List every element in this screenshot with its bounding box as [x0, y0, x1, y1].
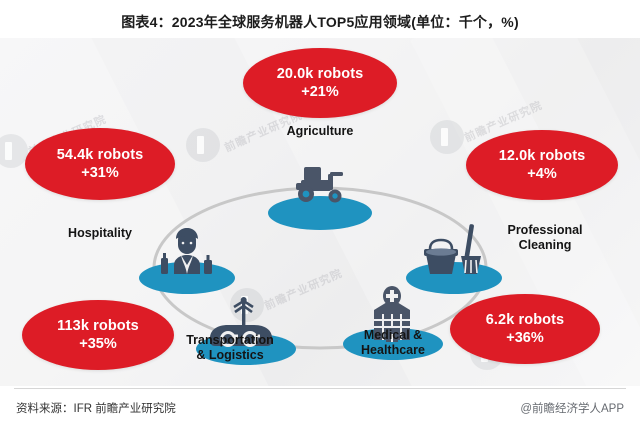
label-agriculture: Agriculture	[286, 124, 354, 138]
footer-divider	[14, 388, 626, 389]
app-attribution: @前瞻经济学人APP	[520, 403, 624, 415]
bubble-medical-healthcare: 6.2k robots +36%	[450, 294, 600, 364]
value-professional-cleaning: 12.0k robots	[498, 148, 586, 164]
bubble-professional-cleaning: 12.0k robots +4%	[466, 130, 618, 200]
label-line-1: Professional	[507, 223, 583, 237]
label-line-2: Cleaning	[518, 238, 572, 252]
growth-professional-cleaning: +4%	[527, 166, 557, 182]
growth-transportation-logistics: +35%	[79, 336, 117, 352]
growth-hospitality: +31%	[81, 165, 119, 181]
growth-agriculture: +21%	[301, 84, 339, 100]
label-line-2: Healthcare	[361, 343, 425, 357]
page-title: 图表4：2023年全球服务机器人TOP5应用领域(单位：千个，%)	[121, 14, 519, 30]
value-hospitality: 54.4k robots	[56, 147, 144, 163]
source-note: 资料来源：IFR 前瞻产业研究院	[16, 403, 176, 415]
label-line-2: & Logistics	[196, 348, 264, 362]
label-medical-healthcare: Medical & Healthcare	[330, 328, 456, 358]
label-professional-cleaning: Professional Cleaning	[470, 223, 620, 253]
value-transportation-logistics: 113k robots	[57, 318, 139, 334]
label-line-1: Medical &	[363, 328, 423, 342]
value-medical-healthcare: 6.2k robots	[485, 312, 565, 328]
bubble-agriculture: 20.0k robots +21%	[243, 48, 397, 118]
label-transportation-logistics: Transportation & Logistics	[165, 333, 295, 363]
label-line-1: Transportation	[186, 333, 274, 347]
bucket-mop-icon	[424, 224, 481, 274]
infographic-canvas: 前瞻产业研究院 前瞻产业研究院 前瞻产业研究院 前瞻产业研究院 前瞻产业研究院	[0, 38, 640, 386]
label-hospitality: Hospitality	[68, 226, 132, 240]
hospital-icon	[374, 286, 410, 342]
bubble-transportation-logistics: 113k robots +35%	[22, 300, 174, 370]
waiter-icon	[161, 228, 212, 274]
bubble-hospitality: 54.4k robots +31%	[25, 128, 175, 200]
tractor-icon	[296, 167, 343, 203]
value-agriculture: 20.0k robots	[276, 66, 364, 82]
growth-medical-healthcare: +36%	[506, 330, 544, 346]
agv-robot-icon	[210, 297, 272, 347]
